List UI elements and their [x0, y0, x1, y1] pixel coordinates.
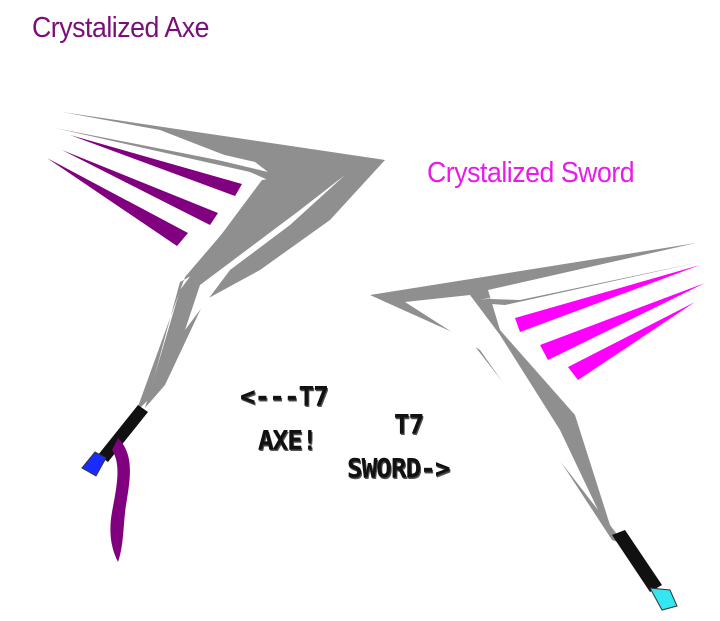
sword-tier: T7 — [394, 410, 424, 440]
axe-ribbon — [110, 438, 130, 562]
sword-gem — [649, 587, 678, 611]
sword-stripe — [515, 265, 700, 332]
sword-stripe — [540, 283, 705, 360]
sword-stripe — [568, 302, 695, 380]
axe-stripe — [47, 158, 188, 246]
axe-blade-body — [145, 160, 385, 408]
axe-title: Crystalized Axe — [32, 12, 209, 44]
axe-gem — [81, 451, 107, 477]
sword-title: Crystalized Sword — [427, 157, 635, 189]
axe-blade-core-upper — [64, 118, 268, 172]
sword-handle — [612, 530, 662, 592]
sword-blade-core-upper — [480, 252, 690, 300]
axe-stripe — [70, 135, 242, 196]
axe-handle — [98, 405, 148, 462]
axe-tier-arrow: <---T7 — [240, 382, 329, 412]
axe-label: AXE! — [258, 426, 318, 456]
sword-label-arrow: SWORD-> — [347, 454, 451, 484]
sword-blade-upper — [370, 262, 700, 305]
axe-stripe — [62, 150, 218, 225]
axe-illustration — [47, 112, 385, 562]
sword-blade-core — [405, 295, 598, 510]
sword-illustration — [370, 243, 705, 611]
